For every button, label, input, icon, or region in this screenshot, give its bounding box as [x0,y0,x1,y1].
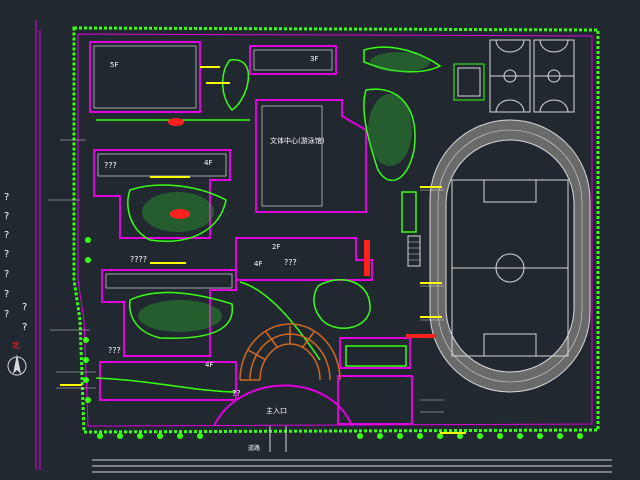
red-accents [364,240,436,338]
building-top-left-floors: 5F [110,61,119,69]
main-entrance-label: 主入口 [266,407,287,415]
building-classroom-a [93,149,231,239]
classroom-a-floors: 4F [204,159,213,167]
classroom-a-label: ??? [104,161,117,170]
gate-marker [269,426,287,452]
legend-item-9: ? [22,322,28,333]
annotation-leaders [48,139,444,413]
bottom-left-label: ?? [232,389,241,398]
classroom-b-label: ???? [130,255,147,264]
entrance-arc [213,384,353,427]
garden-accent [168,118,190,219]
yellow-annotations [60,66,466,434]
building-top-middle-floors: 3F [310,55,319,63]
plaza-stairs [239,323,341,381]
track-stairs-steps [408,241,420,261]
site-boundary-line [77,33,593,427]
legend-item-1: ? [4,192,10,203]
building-dorm [235,237,373,281]
running-track [429,119,591,393]
legend-item-3: ? [4,230,10,241]
building-gym-label: 文体中心(游泳馆) [270,137,325,145]
sports-courts [453,39,575,113]
garden-fills [138,52,430,332]
building-small [339,337,411,369]
boundary-trees [83,237,583,439]
classroom-b-floors: 4F [254,260,263,268]
legend-item-6: ? [4,289,10,300]
classroom-b-label-right: ??? [284,258,297,267]
north-label: 北 [12,341,20,350]
legend-item-5: ? [4,269,10,280]
legend-item-4: ? [4,249,10,260]
building-bottom-right [337,375,413,425]
legend-item-7: ? [4,309,10,320]
legend-item-2: ? [4,211,10,222]
building-top-left [89,41,201,113]
dorm-label: ??? [108,346,121,355]
road-lines [92,459,612,473]
building-top-middle [249,45,337,75]
road-label: 道路 [248,445,261,452]
north-arrow-icon [7,354,27,376]
legend-item-8: ? [22,302,28,313]
classroom-c-floors: 4F [205,361,214,369]
small-bldg-floors: 2F [272,243,281,251]
site-boundary-hedge [72,26,600,434]
boundary-lines [35,20,41,470]
track-stairs [407,235,421,267]
